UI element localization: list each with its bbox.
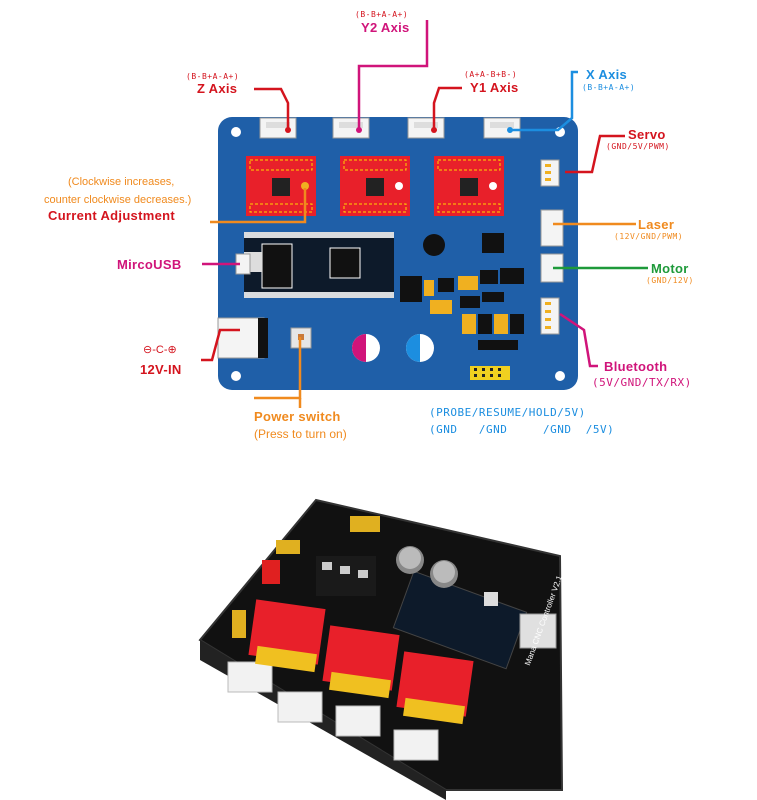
y2-axis-pins: (B-B+A-A+) — [355, 10, 409, 19]
y2-axis-connector — [332, 117, 370, 139]
smd-components — [400, 268, 524, 350]
laser-title: Laser — [638, 217, 675, 232]
z-callout-line — [254, 87, 290, 130]
power-jack — [217, 317, 265, 359]
regulator — [482, 233, 504, 253]
power-switch-note: (Press to turn on) — [254, 427, 347, 441]
x-callout-line — [510, 70, 578, 132]
board-photo — [198, 498, 564, 800]
driver-z — [246, 156, 316, 216]
driver-y1 — [434, 156, 504, 216]
bluetooth-connector — [540, 297, 560, 335]
power-in-title: 12V-IN — [140, 362, 182, 377]
motor-title: Motor — [651, 261, 689, 276]
bluetooth-callout-line — [559, 312, 598, 368]
bluetooth-title: Bluetooth — [604, 359, 668, 374]
y1-callout-line — [432, 86, 462, 130]
board-name-label: Mana CNC Controller V2.1 — [177, 228, 188, 352]
z-axis-pins: (B-B+A-A+) — [186, 72, 240, 81]
reset-button — [423, 234, 445, 256]
y2-callout-line — [357, 20, 429, 130]
x-axis-connector — [483, 117, 521, 139]
y1-axis-pins: (A+A-B+B-) — [464, 70, 518, 79]
y1-axis-connector — [407, 117, 445, 139]
probe-line1: (PROBE/RESUME/HOLD/5V) — [429, 406, 586, 419]
current-note-line2: counter clockwise decreases.) — [44, 194, 192, 206]
servo-pins: (GND/5V/PWM) — [606, 142, 670, 151]
capacitor-left — [352, 334, 380, 362]
mounting-hole — [555, 371, 565, 381]
y1-axis-title: Y1 Axis — [470, 80, 519, 95]
laser-pins: (12V/GND/PWM) — [614, 232, 684, 241]
x-axis-pins: (B-B+A-A+) — [582, 83, 636, 92]
current-adjustment-title: Current Adjustment — [48, 208, 175, 223]
z-axis-title: Z Axis — [197, 81, 238, 96]
nano-module — [244, 232, 394, 298]
servo-title: Servo — [628, 127, 666, 142]
driver-y2 — [340, 156, 410, 216]
power-in-symbol: ⊖-C-⊕ — [143, 344, 177, 356]
probe-line2: (GND /GND /GND /5V) — [429, 423, 615, 436]
mounting-hole — [231, 371, 241, 381]
y2-axis-title: Y2 Axis — [361, 20, 410, 35]
current-note-line1: (Clockwise increases, — [68, 176, 175, 188]
current-callout-line — [210, 188, 307, 224]
micro-usb-title: MircoUSB — [117, 257, 182, 272]
power-switch-title: Power switch — [254, 409, 341, 424]
laser-connector — [540, 209, 564, 247]
mounting-hole — [231, 127, 241, 137]
motor-pins: (GND/12V) — [646, 276, 694, 285]
capacitor-right — [406, 334, 434, 362]
bluetooth-pins: (5V/GND/TX/RX) — [592, 376, 692, 389]
power-in-callout-line — [201, 328, 240, 362]
z-axis-connector — [259, 117, 297, 139]
x-axis-title: X Axis — [586, 67, 628, 82]
servo-callout-line — [565, 134, 625, 174]
